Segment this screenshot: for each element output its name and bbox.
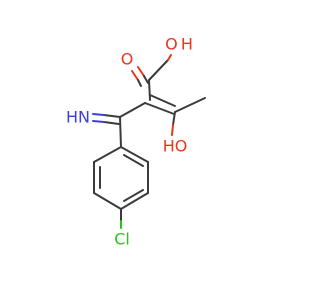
bonds	[92, 54, 206, 229]
bond-central-enol-2	[149, 94, 176, 107]
bond-imine-ring	[119, 116, 122, 148]
ring-bond-4	[93, 192, 122, 210]
bond-central-imine-c	[119, 102, 146, 118]
bond-c-o-double-1	[137, 66, 145, 77]
bond-imine-double-2b	[92, 120, 105, 123]
bond-enol-methyl	[174, 97, 206, 113]
atom-chlorine: Cl	[114, 230, 130, 249]
bond-imine-double-2	[103, 121, 120, 125]
bond-carboxyl-central	[148, 79, 151, 101]
atom-o-carbonyl: O	[121, 50, 134, 69]
bond-c-o-double-1b	[143, 75, 149, 84]
ring-inner-1	[123, 154, 144, 167]
atom-imine-hn: HN	[66, 108, 90, 127]
ring-bond-3	[120, 192, 149, 210]
bond-central-enol	[144, 102, 175, 115]
molecule-diagram: O H O HN HO Cl	[66, 35, 206, 249]
atom-labels: O H O HN HO Cl	[66, 35, 193, 249]
bond-c-oh-red	[167, 54, 172, 61]
bond-c-o-double-2	[131, 70, 139, 81]
bond-imine-double-1	[103, 114, 121, 118]
ring-bond-1	[120, 146, 149, 163]
atom-oh-enol: HO	[163, 137, 188, 156]
atom-oh-acid: O H	[165, 35, 193, 54]
bond-enol-oh-red	[171, 124, 174, 136]
bond-c-o-double-2b	[137, 79, 142, 87]
bond-c-oh	[148, 59, 169, 81]
bond-enol-oh	[172, 111, 176, 126]
ring-bond-6	[93, 146, 122, 163]
ring-inner-2	[123, 189, 144, 202]
bond-imine-double-1b	[92, 113, 105, 116]
